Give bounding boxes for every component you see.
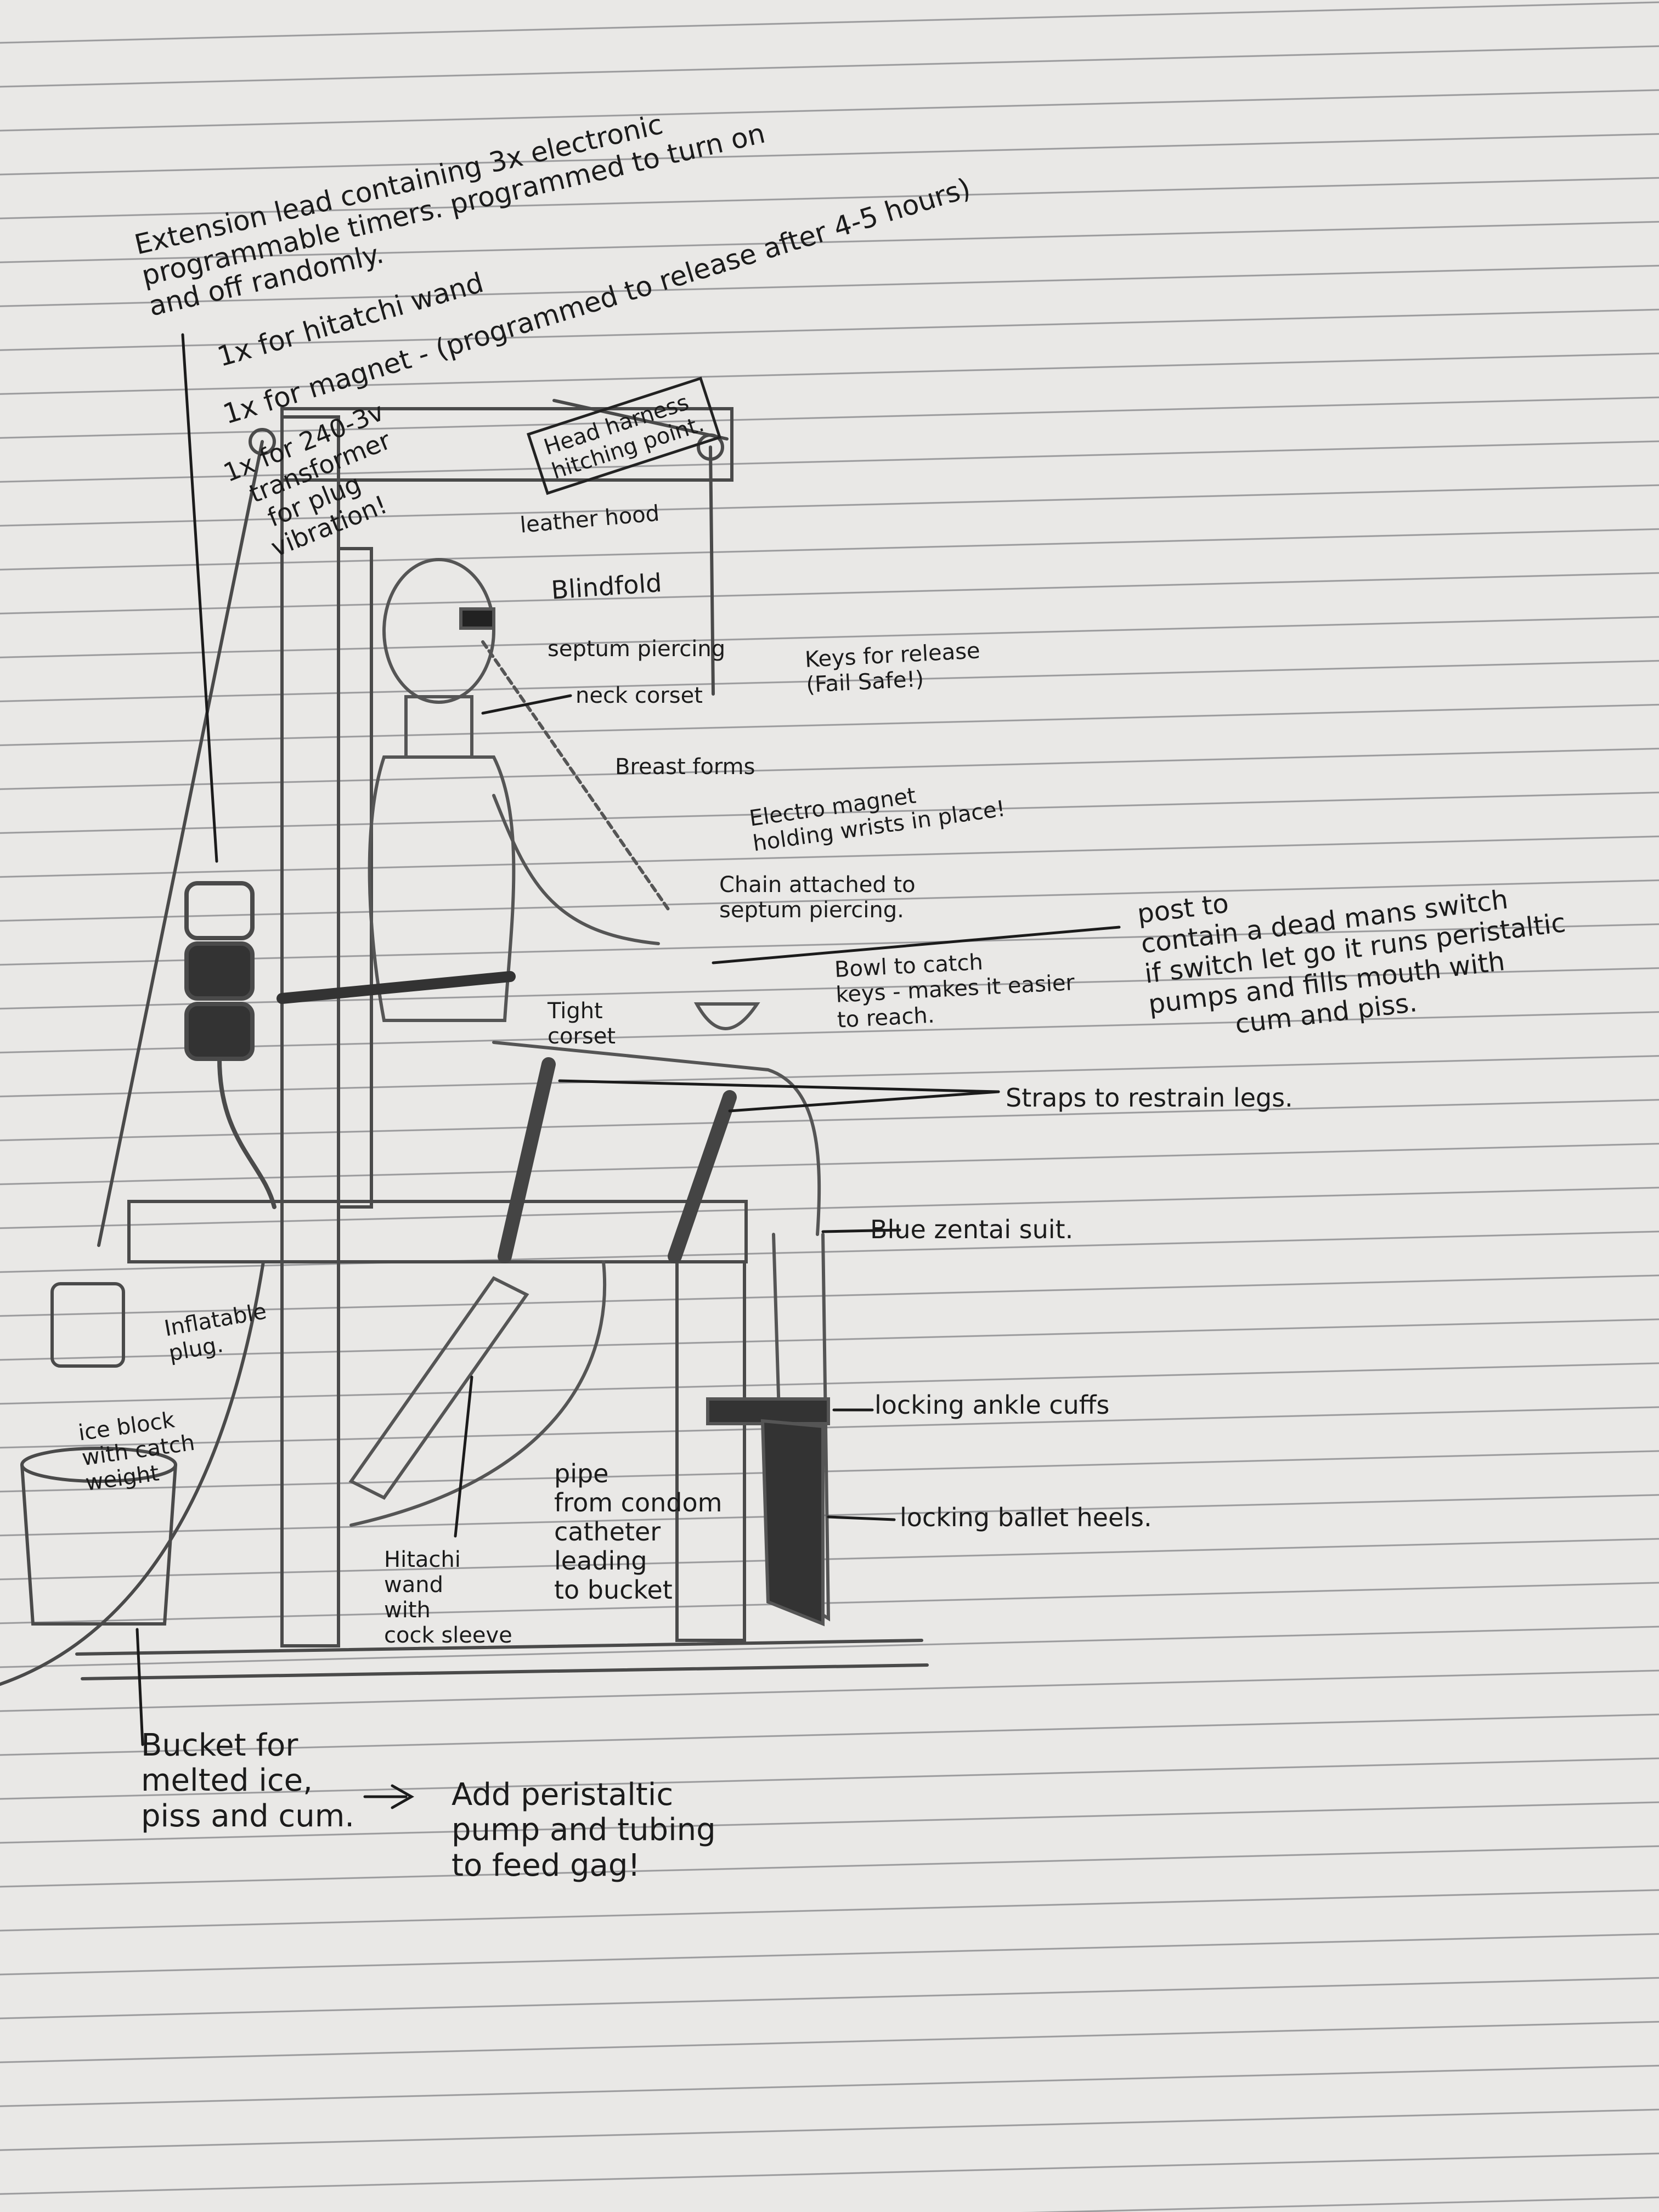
pipe: [349, 1260, 607, 1527]
front-leg: [675, 1260, 746, 1642]
thigh: [492, 1041, 821, 1236]
bucket: [0, 1260, 265, 1686]
frame: [75, 399, 929, 1680]
wand: [348, 1276, 529, 1500]
ballet-heel: [760, 1419, 825, 1627]
corset-band: [276, 971, 516, 1004]
arm: [492, 794, 660, 945]
label-pipe: pipe from condom catheter leading to buc…: [554, 1459, 723, 1605]
label-septum-piercing: septum piercing: [548, 636, 726, 662]
top-beam: [280, 407, 733, 482]
label-bowl: Bowl to catch keys - makes it easier to …: [834, 949, 1075, 1033]
label-tight-corset: Tight corset: [548, 998, 616, 1049]
strap-1: [498, 1057, 556, 1263]
neck: [404, 695, 473, 759]
label-chain: Chain attached to septum piercing.: [719, 872, 916, 923]
blindfold-mark: [459, 607, 495, 630]
bowl: [693, 1002, 760, 1030]
ice-block: [50, 1282, 125, 1368]
seat: [127, 1200, 748, 1263]
label-keys: Keys for release (Fail Safe!): [804, 638, 981, 698]
label-neck-corset: neck corset: [575, 683, 703, 708]
figure: [276, 558, 831, 1627]
vertical-post: [280, 415, 340, 1647]
label-bucket: Bucket for melted ice, piss and cum.: [141, 1728, 355, 1834]
label-ballet-heels: locking ballet heels.: [900, 1503, 1152, 1532]
chain: [481, 640, 671, 912]
label-ice-block: ice block with catch weight: [77, 1407, 196, 1496]
todo-note: Add peristaltic pump and tubing to feed …: [452, 1777, 716, 1883]
back-panel: [337, 547, 373, 1209]
strap-2: [668, 1090, 737, 1263]
base-line: [75, 1639, 923, 1656]
label-ankle-cuffs: locking ankle cuffs: [874, 1390, 1110, 1420]
timer-sockets: [184, 881, 276, 1209]
label-breast-forms: Breast forms: [615, 754, 755, 780]
label-zentai: Blue zentai suit.: [870, 1215, 1074, 1244]
torso: [368, 755, 516, 1022]
head: [382, 558, 495, 704]
label-wand: Hitachi wand with cock sleeve: [384, 1547, 512, 1648]
label-straps: Straps to restrain legs.: [1006, 1083, 1293, 1113]
pulley-left: [249, 428, 276, 455]
annotation-arrows: [136, 333, 1121, 1809]
